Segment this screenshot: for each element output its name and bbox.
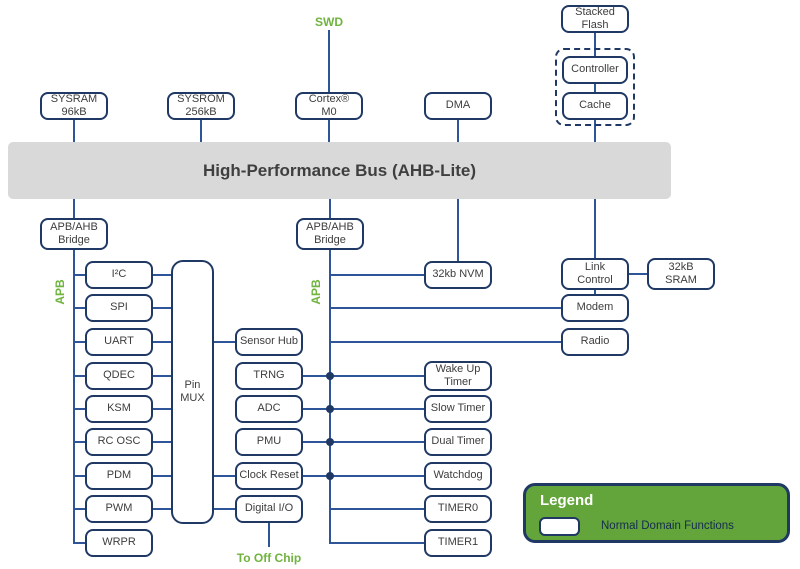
connector-trunk-pwm xyxy=(74,508,85,510)
connector-linkcontrol-sram xyxy=(629,273,647,275)
legend-normal-domain-swatch xyxy=(539,517,580,536)
connector-cache-bus xyxy=(594,120,596,142)
block-i2c: I²C xyxy=(85,261,153,289)
connector-trunk-spi xyxy=(74,307,85,309)
connector-trunk-rcosc xyxy=(74,441,85,443)
block-clock-reset: Clock Reset xyxy=(235,462,303,490)
connector-trunk-ksm xyxy=(74,408,85,410)
connector-trunk-wrpr xyxy=(74,542,85,544)
legend: Legend Normal Domain Functions xyxy=(523,483,790,543)
block-radio: Radio xyxy=(561,328,629,356)
block-apb-ahb-bridge-mid: APB/AHB Bridge xyxy=(296,218,364,250)
legend-item-label: Normal Domain Functions xyxy=(601,520,734,532)
connector-trunk-qdec xyxy=(74,375,85,377)
connector-sysrom-bus xyxy=(200,120,202,142)
connector-controller-cache xyxy=(594,84,596,92)
connector-trunk-radio xyxy=(330,341,561,343)
connector-flash-controller xyxy=(594,33,596,56)
connector-trunk-timer1 xyxy=(330,542,424,544)
connector-bus-link-control xyxy=(594,199,596,258)
connector-bus-nvm xyxy=(457,199,459,261)
block-sensor-hub: Sensor Hub xyxy=(235,328,303,356)
connector-link-modem xyxy=(594,290,596,294)
block-cortex-m0: Cortex® M0 xyxy=(295,92,363,120)
apb-trunk-mid xyxy=(329,250,331,544)
block-pwm: PWM xyxy=(85,495,153,523)
block-dual-timer: Dual Timer xyxy=(424,428,492,456)
connector-i2c-pinmux xyxy=(153,274,171,276)
block-watchdog: Watchdog xyxy=(424,462,492,490)
block-sysrom: SYSROM 256kB xyxy=(167,92,235,120)
block-uart: UART xyxy=(85,328,153,356)
connector-pinmux-digitalio xyxy=(214,508,235,510)
block-sysram: SYSRAM 96kB xyxy=(40,92,108,120)
block-modem: Modem xyxy=(561,294,629,322)
connector-pwm-pinmux xyxy=(153,508,171,510)
connector-uart-pinmux xyxy=(153,341,171,343)
block-trng: TRNG xyxy=(235,362,303,390)
connector-dma-bus xyxy=(457,120,459,142)
ahb-bus: High-Performance Bus (AHB-Lite) xyxy=(8,142,671,199)
apb-label-left: APB xyxy=(53,279,67,305)
block-rc-osc: RC OSC xyxy=(85,428,153,456)
to-off-chip-label: To Off Chip xyxy=(236,551,302,565)
junction-dot xyxy=(326,438,334,446)
junction-dot xyxy=(326,372,334,380)
block-digital-io: Digital I/O xyxy=(235,495,303,523)
block-controller: Controller xyxy=(562,56,628,84)
block-stacked-flash: Stacked Flash xyxy=(561,5,629,33)
junction-dot xyxy=(326,405,334,413)
connector-ksm-pinmux xyxy=(153,408,171,410)
connector-spi-pinmux xyxy=(153,307,171,309)
swd-label: SWD xyxy=(315,15,343,29)
connector-swd-cortex xyxy=(328,30,330,92)
connector-pmu-dualtimer xyxy=(303,441,424,443)
block-nvm: 32kb NVM xyxy=(424,261,492,289)
connector-trunk-nvm xyxy=(330,274,424,276)
connector-digitalio-offchip xyxy=(268,523,270,547)
block-adc: ADC xyxy=(235,395,303,423)
block-wrpr: WRPR xyxy=(85,529,153,557)
connector-qdec-pinmux xyxy=(153,375,171,377)
connector-trunk-timer0 xyxy=(330,508,424,510)
connector-trng-wakeuptimer xyxy=(303,375,424,377)
connector-bus-bridge-left xyxy=(73,199,75,218)
connector-clockreset-watchdog xyxy=(303,475,424,477)
block-pin-mux: Pin MUX xyxy=(171,260,214,524)
apb-trunk-left xyxy=(73,250,75,544)
connector-rcosc-pinmux xyxy=(153,441,171,443)
junction-dot xyxy=(326,472,334,480)
block-apb-ahb-bridge-left: APB/AHB Bridge xyxy=(40,218,108,250)
block-dma: DMA xyxy=(424,92,492,120)
connector-pinmux-clockreset xyxy=(214,475,235,477)
block-ksm: KSM xyxy=(85,395,153,423)
connector-trunk-pdm xyxy=(74,475,85,477)
block-timer1: TIMER1 xyxy=(424,529,492,557)
connector-adc-slowtimer xyxy=(303,408,424,410)
block-pmu: PMU xyxy=(235,428,303,456)
connector-bus-bridge-mid xyxy=(329,199,331,218)
connector-pdm-pinmux xyxy=(153,475,171,477)
flash-subsystem-group xyxy=(555,48,635,126)
apb-label-mid: APB xyxy=(309,279,323,305)
connector-trunk-modem xyxy=(330,307,561,309)
connector-cortex-bus xyxy=(328,120,330,142)
block-link-control: Link Control xyxy=(561,258,629,290)
block-timer0: TIMER0 xyxy=(424,495,492,523)
block-cache: Cache xyxy=(562,92,628,120)
legend-title: Legend xyxy=(540,492,594,509)
connector-trunk-uart xyxy=(74,341,85,343)
connector-pinmux-sensorhub xyxy=(214,341,235,343)
block-spi: SPI xyxy=(85,294,153,322)
block-pdm: PDM xyxy=(85,462,153,490)
block-sram: 32kB SRAM xyxy=(647,258,715,290)
connector-sysram-bus xyxy=(73,120,75,142)
connector-trunk-i2c xyxy=(74,274,85,276)
block-wake-up-timer: Wake Up Timer xyxy=(424,361,492,391)
block-qdec: QDEC xyxy=(85,362,153,390)
block-slow-timer: Slow Timer xyxy=(424,395,492,423)
